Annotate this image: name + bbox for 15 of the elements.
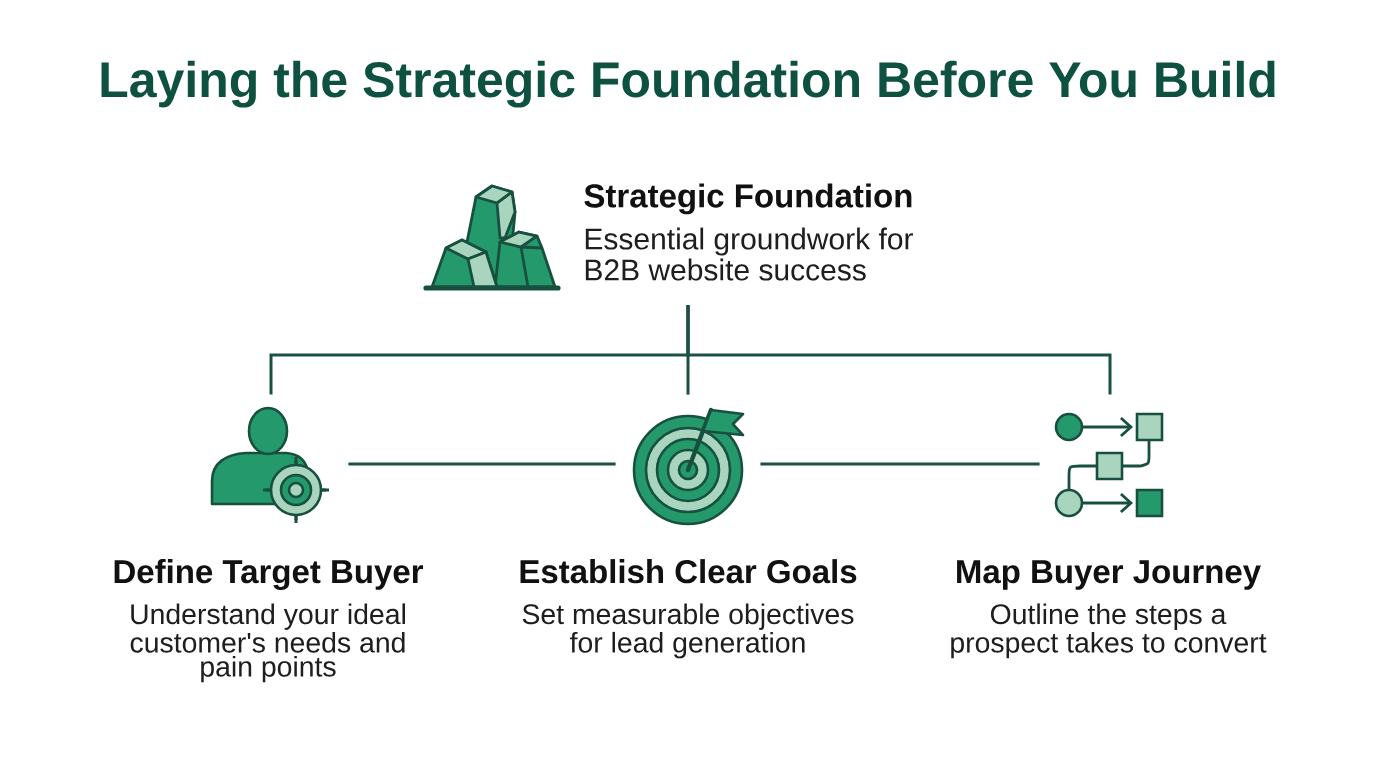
title: Laying the Strategic Foundation Before You Build	[101, 60, 1275, 108]
person-target-icon	[210, 406, 331, 525]
step-heading: Map Buyer Journey	[957, 560, 1261, 590]
connector-line	[760, 462, 1040, 466]
step-heading: Establish Clear Goals	[520, 559, 857, 584]
connector-line	[686, 305, 1112, 395]
step-heading: Define Target Buyer	[114, 559, 423, 590]
flowchart-icon	[1054, 412, 1164, 518]
node-description: Essential groundwork for B2B website success	[585, 227, 913, 281]
step-description: Set measurable objectives for lead generation	[522, 603, 854, 659]
target-flag-icon	[632, 407, 745, 526]
connector-line	[348, 462, 616, 466]
step-description: Outline the steps a prospect takes to convert	[951, 603, 1267, 659]
node-heading: Strategic Foundation	[584, 183, 912, 215]
step-description: Understand your ideal customer's needs and pain points	[130, 603, 405, 683]
